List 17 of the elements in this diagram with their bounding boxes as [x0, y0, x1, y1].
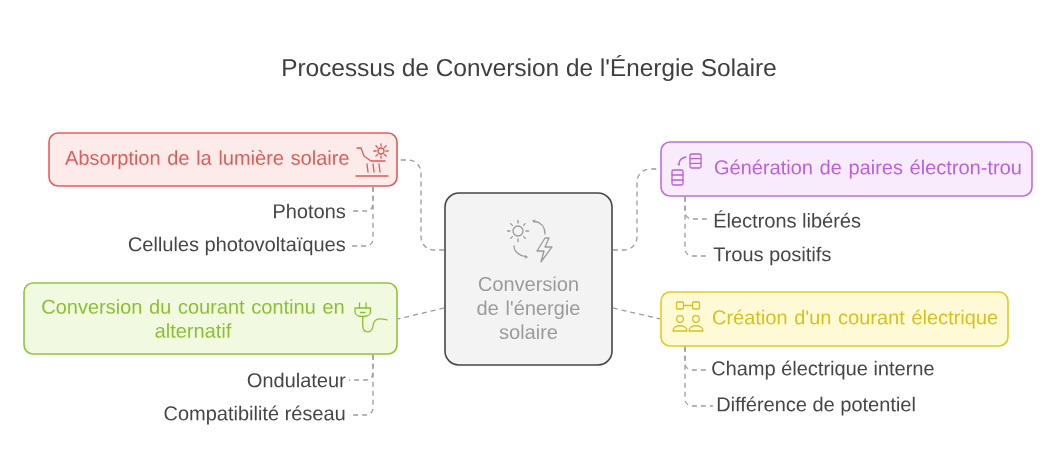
connector-line — [397, 307, 445, 320]
subtopic-text: Électrons libérés — [714, 210, 861, 228]
topic-box: Création d'un courant électrique — [660, 291, 1009, 347]
subtopic-text: Ondulateur — [247, 372, 346, 388]
connector-line — [684, 346, 714, 407]
title: Processus de Conversion de l'Énergie Solaire — [283, 54, 776, 82]
topic-box: Conversion du courant continu en alternatif — [23, 282, 398, 355]
topic-box: Génération de paires électron-trou — [660, 141, 1033, 197]
connector-line — [612, 307, 661, 320]
subtopic-text: Compatibilité réseau — [164, 405, 345, 425]
subtopic-text: Trous positifs — [713, 246, 831, 266]
topic-box: Absorption de la lumière solaire — [48, 132, 398, 187]
subtopic-text: Différence de potentiel — [717, 396, 915, 416]
hub-box: Conversion de l'énergie solaire — [444, 192, 613, 366]
subtopic-text: Cellules photovoltaïques — [128, 236, 345, 256]
subtopic-text: Photons — [274, 203, 346, 219]
subtopic-text: Champ électrique interne — [712, 360, 934, 380]
